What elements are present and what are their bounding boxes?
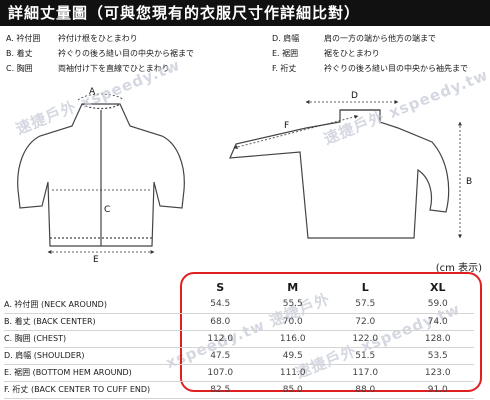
cell-value: 47.5 bbox=[184, 347, 257, 365]
legend-right: D. 肩幅肩の一方の端から他方の端まで E. 裾囲裾をひとまわり F. 裄丈衿ぐ… bbox=[272, 33, 468, 78]
cell-value: 107.0 bbox=[184, 364, 257, 382]
front-jacket-outline bbox=[17, 103, 185, 247]
cell-value: 122.0 bbox=[329, 330, 402, 348]
size-table: S M L XL A. 衿付囲 (NECK AROUND) 54.5 55.5 … bbox=[4, 278, 474, 399]
cell-value: 128.0 bbox=[401, 330, 474, 348]
label-d: D bbox=[351, 91, 358, 101]
table-row: F. 裄丈 (BACK CENTER TO CUFF END) 82.5 85.… bbox=[4, 381, 474, 399]
row-label: F. 裄丈 (BACK CENTER TO CUFF END) bbox=[4, 381, 184, 399]
size-header-m: M bbox=[287, 280, 299, 294]
row-label: C. 胸囲 (CHEST) bbox=[4, 330, 184, 348]
table-row: D. 肩幅 (SHOULDER) 47.5 49.5 51.5 53.5 bbox=[4, 347, 474, 365]
row-label: D. 肩幅 (SHOULDER) bbox=[4, 347, 184, 365]
legend-item-d: D. 肩幅肩の一方の端から他方の端まで bbox=[272, 34, 436, 43]
cell-value: 112.0 bbox=[184, 330, 257, 348]
cell-value: 91.0 bbox=[401, 381, 474, 399]
table-row: A. 衿付囲 (NECK AROUND) 54.5 55.5 57.5 59.0 bbox=[4, 296, 474, 314]
cell-value: 51.5 bbox=[329, 347, 402, 365]
label-c: C bbox=[104, 205, 110, 215]
cell-value: 72.0 bbox=[329, 313, 402, 331]
label-f: F bbox=[284, 121, 289, 131]
size-header-row: S M L XL bbox=[4, 278, 474, 296]
header-blank bbox=[4, 278, 184, 296]
size-header-xl: XL bbox=[430, 280, 446, 294]
size-header-l: L bbox=[361, 280, 369, 294]
measure-f-line bbox=[233, 114, 359, 150]
row-label: B. 着丈 (BACK CENTER) bbox=[4, 313, 184, 331]
cell-value: 54.5 bbox=[184, 296, 257, 314]
label-a: A bbox=[89, 87, 96, 97]
back-jacket-outline bbox=[229, 109, 450, 239]
cell-value: 117.0 bbox=[329, 364, 402, 382]
cell-value: 116.0 bbox=[256, 330, 329, 348]
cell-value: 88.0 bbox=[329, 381, 402, 399]
cell-value: 123.0 bbox=[401, 364, 474, 382]
jacket-diagram: A C E D F B bbox=[17, 87, 472, 263]
cell-value: 57.5 bbox=[329, 296, 402, 314]
legend-item-a: A. 衿付囲衿付け根をひとまわり bbox=[6, 34, 138, 43]
cell-value: 55.5 bbox=[256, 296, 329, 314]
cell-value: 82.5 bbox=[184, 381, 257, 399]
size-header-s: S bbox=[216, 280, 225, 294]
measure-a-line bbox=[77, 93, 125, 101]
table-row: C. 胸囲 (CHEST) 112.0 116.0 122.0 128.0 bbox=[4, 330, 474, 348]
legend-item-b: B. 着丈衿ぐりの後ろ縫い目の中央から裾まで bbox=[6, 49, 194, 58]
row-label: A. 衿付囲 (NECK AROUND) bbox=[4, 296, 184, 314]
legend-item-f: F. 裄丈衿ぐりの後ろ縫い目の中央から袖先まで bbox=[272, 64, 468, 73]
unit-note: (cm 表示) bbox=[435, 263, 482, 274]
label-b: B bbox=[466, 177, 472, 187]
label-e: E bbox=[93, 255, 99, 263]
table-row: B. 着丈 (BACK CENTER) 68.0 70.0 72.0 74.0 bbox=[4, 313, 474, 331]
row-label: E. 裾囲 (BOTTOM HEM AROUND) bbox=[4, 364, 184, 382]
cell-value: 74.0 bbox=[401, 313, 474, 331]
page-title: 詳細丈量圖（可與您現有的衣服尺寸作詳細比對） bbox=[0, 0, 490, 26]
cell-value: 53.5 bbox=[401, 347, 474, 365]
legend-left: A. 衿付囲衿付け根をひとまわり B. 着丈衿ぐりの後ろ縫い目の中央から裾まで … bbox=[6, 33, 194, 78]
cell-value: 111.0 bbox=[256, 364, 329, 382]
cell-value: 49.5 bbox=[256, 347, 329, 365]
cell-value: 59.0 bbox=[401, 296, 474, 314]
cell-value: 68.0 bbox=[184, 313, 257, 331]
legend-item-e: E. 裾囲裾をひとまわり bbox=[272, 49, 380, 58]
table-row: E. 裾囲 (BOTTOM HEM AROUND) 107.0 111.0 11… bbox=[4, 364, 474, 382]
cell-value: 85.0 bbox=[256, 381, 329, 399]
legend-item-c: C. 胸囲両袖付け下を直線でひとまわり bbox=[6, 64, 170, 73]
cell-value: 70.0 bbox=[256, 313, 329, 331]
